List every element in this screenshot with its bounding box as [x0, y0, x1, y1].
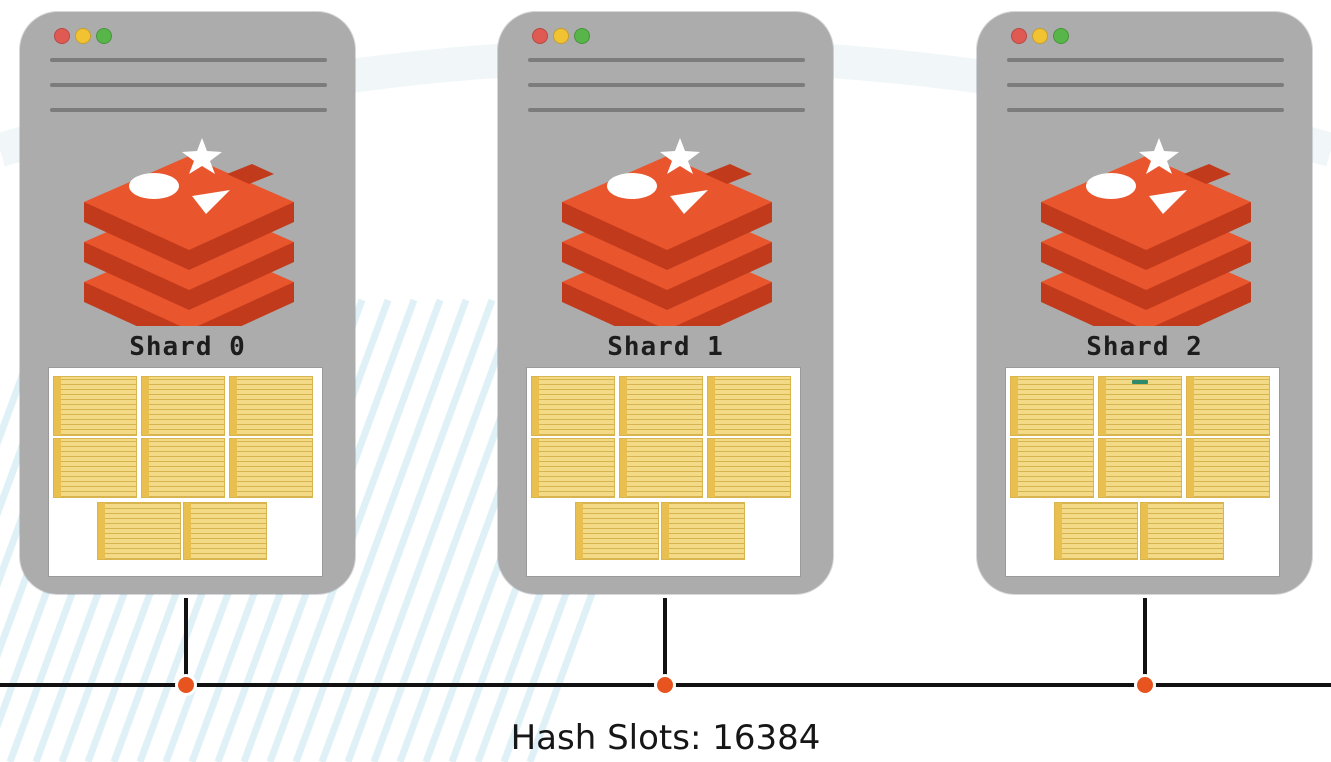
slot-dot: [175, 674, 197, 696]
connector-wire: [1143, 598, 1147, 686]
hash-slots-caption: Hash Slots: 16384: [510, 718, 821, 758]
shard-card-0: Shard 0: [20, 12, 355, 594]
redis-logo-icon: [84, 138, 294, 326]
shard-label: Shard 2: [1086, 332, 1203, 362]
header-line: [528, 58, 805, 62]
slot-table-chunk: [53, 438, 137, 498]
header-line: [528, 108, 805, 112]
slot-dot: [654, 674, 676, 696]
slot-table-chunk: [1186, 376, 1270, 436]
shard-label: Shard 0: [129, 332, 246, 362]
window-dots: [1011, 28, 1069, 44]
window-close-dot: [1011, 28, 1027, 44]
redis-logo-icon: [562, 138, 772, 326]
slot-table-chunk: [229, 376, 313, 436]
window-dots: [54, 28, 112, 44]
header-line: [1007, 83, 1284, 87]
slot-table-chunk: [1098, 438, 1182, 498]
window-maximize-dot: [574, 28, 590, 44]
slot-table-chunk: [141, 438, 225, 498]
header-line: [528, 83, 805, 87]
connector-wire: [184, 598, 188, 686]
slot-table-chunk: [531, 376, 615, 436]
connector-wire: [663, 598, 667, 686]
shard-card-2: Shard 2: [977, 12, 1312, 594]
header-line: [50, 83, 327, 87]
slot-table-chunk: [661, 502, 745, 560]
window-close-dot: [54, 28, 70, 44]
window-minimize-dot: [1032, 28, 1048, 44]
shard-label: Shard 1: [607, 332, 724, 362]
header-line: [50, 108, 327, 112]
slot-table-chunk: [1010, 376, 1094, 436]
slot-table-chunk: [1098, 376, 1182, 436]
window-maximize-dot: [96, 28, 112, 44]
window-dots: [532, 28, 590, 44]
header-line: [1007, 108, 1284, 112]
header-line: [1007, 58, 1284, 62]
slot-table-chunk: [707, 376, 791, 436]
hash-slot-table: [1005, 367, 1280, 577]
slot-table-chunk: [229, 438, 313, 498]
slot-dot: [1134, 674, 1156, 696]
slot-table-chunk: [141, 376, 225, 436]
slot-table-chunk: [1140, 502, 1224, 560]
slot-table-chunk: [1010, 438, 1094, 498]
window-minimize-dot: [553, 28, 569, 44]
slot-table-chunk: [619, 438, 703, 498]
hash-slot-table: [526, 367, 801, 577]
slot-table-chunk: [1054, 502, 1138, 560]
slot-table-chunk: [183, 502, 267, 560]
slot-table-chunk: [97, 502, 181, 560]
slot-table-chunk: [53, 376, 137, 436]
slot-highlight: [1131, 380, 1149, 384]
hash-slot-table: [48, 367, 323, 577]
slot-table-chunk: [619, 376, 703, 436]
window-close-dot: [532, 28, 548, 44]
redis-logo-icon: [1041, 138, 1251, 326]
slot-table-chunk: [1186, 438, 1270, 498]
slot-table-chunk: [531, 438, 615, 498]
window-minimize-dot: [75, 28, 91, 44]
slot-table-chunk: [575, 502, 659, 560]
header-line: [50, 58, 327, 62]
window-maximize-dot: [1053, 28, 1069, 44]
slot-table-chunk: [707, 438, 791, 498]
shard-card-1: Shard 1: [498, 12, 833, 594]
